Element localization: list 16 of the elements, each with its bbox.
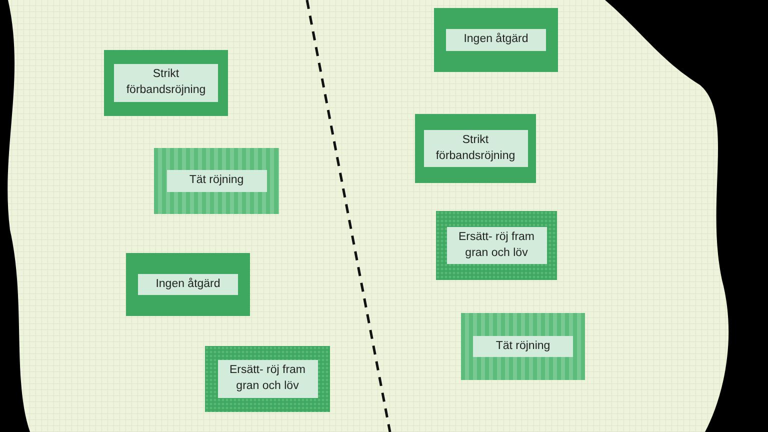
treatment-box — [436, 211, 557, 280]
treatment-label: Ersätt- röj fram gran och löv — [446, 226, 546, 264]
treatment-box — [205, 346, 330, 412]
treatment-label: Tät röjning — [473, 336, 573, 358]
treatment-label: Ingen åtgärd — [138, 274, 238, 296]
treatment-box — [126, 253, 250, 316]
treatment-label: Strikt förbandsröjning — [114, 64, 218, 102]
treatment-box — [154, 148, 279, 214]
treatment-box — [434, 8, 558, 72]
treatment-box — [415, 114, 536, 183]
treatment-box — [461, 313, 585, 380]
treatment-label: Ingen åtgärd — [446, 29, 546, 51]
treatment-box — [104, 50, 228, 116]
treatment-label: Strikt förbandsröjning — [424, 130, 528, 168]
treatment-label: Tät röjning — [166, 170, 266, 192]
treatment-label: Ersätt- röj fram gran och löv — [218, 360, 318, 398]
